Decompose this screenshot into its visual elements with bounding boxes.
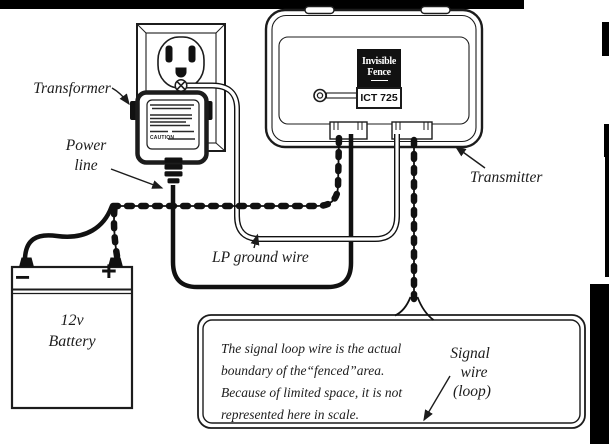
transformer-unit — [130, 90, 213, 184]
signal-loop-wire-box — [197, 314, 586, 429]
note-line-2: boundary of the“fenced”area. — [221, 363, 385, 378]
scan-artifact-right-2 — [604, 124, 609, 157]
note-line-3: Because of limited space, it is not — [221, 385, 403, 400]
model-plate — [356, 87, 402, 109]
signal-twisted-wire — [394, 136, 435, 321]
power-line-label-word1: Power — [65, 137, 107, 154]
brand-plate — [357, 49, 401, 87]
model-number: ICT 725 — [360, 92, 398, 104]
scan-artifact-right-4 — [590, 284, 609, 444]
brand-line-1: Invisible — [362, 55, 396, 67]
power-line-wire — [170, 134, 354, 290]
transmitter-label-text: Transmitter — [470, 169, 543, 186]
battery-capacity: 12v — [60, 312, 84, 329]
outlet-slot-right — [188, 45, 196, 63]
transmitter-tab-right — [420, 5, 451, 15]
battery-terminal-negative — [19, 257, 34, 267]
power-line-arrow — [110, 168, 164, 189]
transformer-fine-print — [150, 104, 195, 140]
battery-twisted-wire — [109, 133, 343, 260]
signal-wire-label-word3: (loop) — [453, 383, 491, 400]
signal-wire-arrow — [423, 375, 451, 422]
battery-negative-sign: − — [15, 262, 31, 292]
wire-port-left — [329, 121, 368, 140]
battery-terminal-positive — [108, 257, 123, 267]
power-line-label-word2: line — [74, 157, 98, 174]
note-line-4: represented here in scale. — [221, 407, 359, 422]
strain-relief — [164, 157, 183, 184]
transmitter-arrow — [454, 146, 486, 169]
outlet-screw-icon — [174, 78, 188, 93]
signal-wire-label-word1: Signal — [450, 345, 490, 362]
logo-underline — [370, 79, 388, 81]
outlet-ground-hole — [175, 67, 187, 78]
signal-wire-label-word2: wire — [460, 364, 488, 381]
invisible-fence-logo: Invisible Fence — [357, 49, 401, 87]
scan-artifact-right-1 — [602, 22, 609, 56]
scan-artifact-top-bar — [0, 0, 524, 9]
lp-ground-arrow — [250, 233, 260, 249]
battery-negative-cord — [22, 204, 114, 261]
transmitter-tab-left — [304, 5, 335, 15]
outlet-slot-left — [165, 45, 173, 63]
caution-text: CAUTION — [150, 135, 175, 141]
leader-arrows — [110, 87, 486, 422]
battery-name: Battery — [48, 333, 96, 350]
transformer-arrow — [111, 87, 130, 106]
scan-artifact-right-3 — [605, 157, 609, 277]
battery-unit — [10, 257, 134, 410]
lp-ground-wire — [187, 82, 400, 242]
battery-positive-sign: + — [101, 256, 117, 286]
led-pointer-slot — [325, 92, 358, 99]
lp-ground-wire-label: LP ground wire — [212, 249, 309, 266]
note-line-1: The signal loop wire is the actual — [221, 341, 402, 356]
transformer-label — [146, 99, 200, 150]
brand-line-2: Fence — [367, 66, 391, 78]
transformer-label-text: Transformer — [33, 80, 111, 97]
